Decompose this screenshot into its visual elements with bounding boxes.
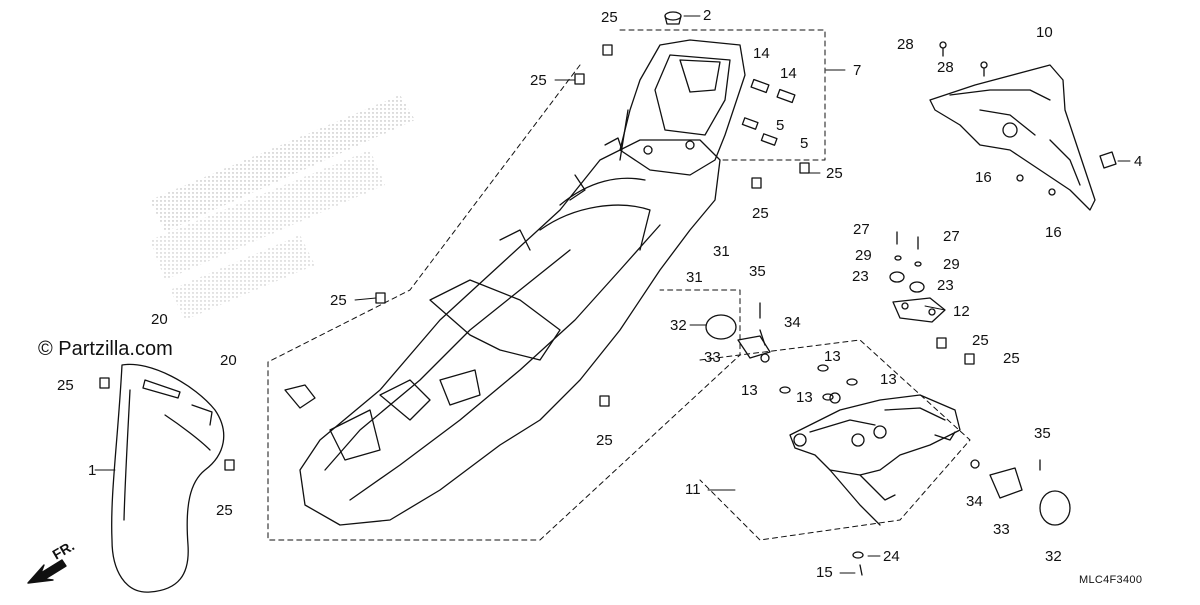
callout-33a: 33 <box>704 349 721 366</box>
washers-part-13 <box>779 364 858 401</box>
callout-16b: 16 <box>1045 224 1062 241</box>
front-direction-arrow <box>27 559 67 584</box>
callout-25h: 25 <box>216 502 233 519</box>
callout-32a: 32 <box>670 317 687 334</box>
callout-4: 4 <box>1134 153 1143 170</box>
callout-5b: 5 <box>800 135 809 152</box>
callout-27a: 27 <box>853 221 870 238</box>
bolt-part-15-24 <box>852 551 864 576</box>
callout-35b: 35 <box>1034 425 1051 442</box>
callout-25a: 25 <box>601 9 618 26</box>
callout-29b: 29 <box>943 256 960 273</box>
callout-25e: 25 <box>330 292 347 309</box>
callout-35a: 35 <box>749 263 766 280</box>
clips-part-25 <box>99 44 975 471</box>
callout-34a: 34 <box>784 314 801 331</box>
callout-2: 2 <box>703 7 712 24</box>
inner-fender-assembly <box>284 137 721 526</box>
callout-29a: 29 <box>855 247 872 264</box>
callout-1: 1 <box>88 462 97 479</box>
callout-25f: 25 <box>596 432 613 449</box>
callout-25d: 25 <box>752 205 769 222</box>
rear-frame-part-7 <box>619 39 746 176</box>
callout-25i: 25 <box>972 332 989 349</box>
callout-25b: 25 <box>530 72 547 89</box>
callout-15: 15 <box>816 564 833 581</box>
group-outlines <box>267 29 971 541</box>
callout-11: 11 <box>685 481 701 498</box>
callout-34b: 34 <box>966 493 983 510</box>
callout-33b: 33 <box>993 521 1010 538</box>
callout-13d: 13 <box>880 371 897 388</box>
bracket-part-12 <box>889 231 946 323</box>
leader-lines <box>94 15 1131 574</box>
cover-part-10 <box>929 41 1117 211</box>
callout-23b: 23 <box>937 277 954 294</box>
callout-7: 7 <box>853 62 862 79</box>
callout-14a: 14 <box>753 45 770 62</box>
callout-31a: 31 <box>713 243 730 260</box>
callout-20b: 20 <box>220 352 237 369</box>
callout-14b: 14 <box>780 65 797 82</box>
small-parts-5-14 <box>741 78 796 146</box>
callout-28b: 28 <box>937 59 954 76</box>
faded-background-text <box>150 95 415 320</box>
callout-13b: 13 <box>741 382 758 399</box>
callout-25g: 25 <box>57 377 74 394</box>
callout-25c: 25 <box>826 165 843 182</box>
callout-12: 12 <box>953 303 970 320</box>
callout-10: 10 <box>1036 24 1053 41</box>
callout-20a: 20 <box>151 311 168 328</box>
callout-23a: 23 <box>852 268 869 285</box>
callout-32b: 32 <box>1045 548 1062 565</box>
bracket-part-11 <box>789 392 961 526</box>
callout-28a: 28 <box>897 36 914 53</box>
grommet-part-2 <box>664 11 682 25</box>
diagram-code: MLC4F3400 <box>1079 574 1143 586</box>
callout-24: 24 <box>883 548 900 565</box>
lid-assembly-right <box>970 459 1071 526</box>
callout-31b: 31 <box>686 269 703 286</box>
callout-5a: 5 <box>776 117 785 134</box>
callout-13a: 13 <box>824 348 841 365</box>
callout-16a: 16 <box>975 169 992 186</box>
callout-13c: 13 <box>796 389 813 406</box>
lid-assembly-left <box>705 302 771 363</box>
callout-27b: 27 <box>943 228 960 245</box>
rear-fender-part-1 <box>111 363 225 593</box>
callout-25j: 25 <box>1003 350 1020 367</box>
watermark: © Partzilla.com <box>38 338 173 360</box>
